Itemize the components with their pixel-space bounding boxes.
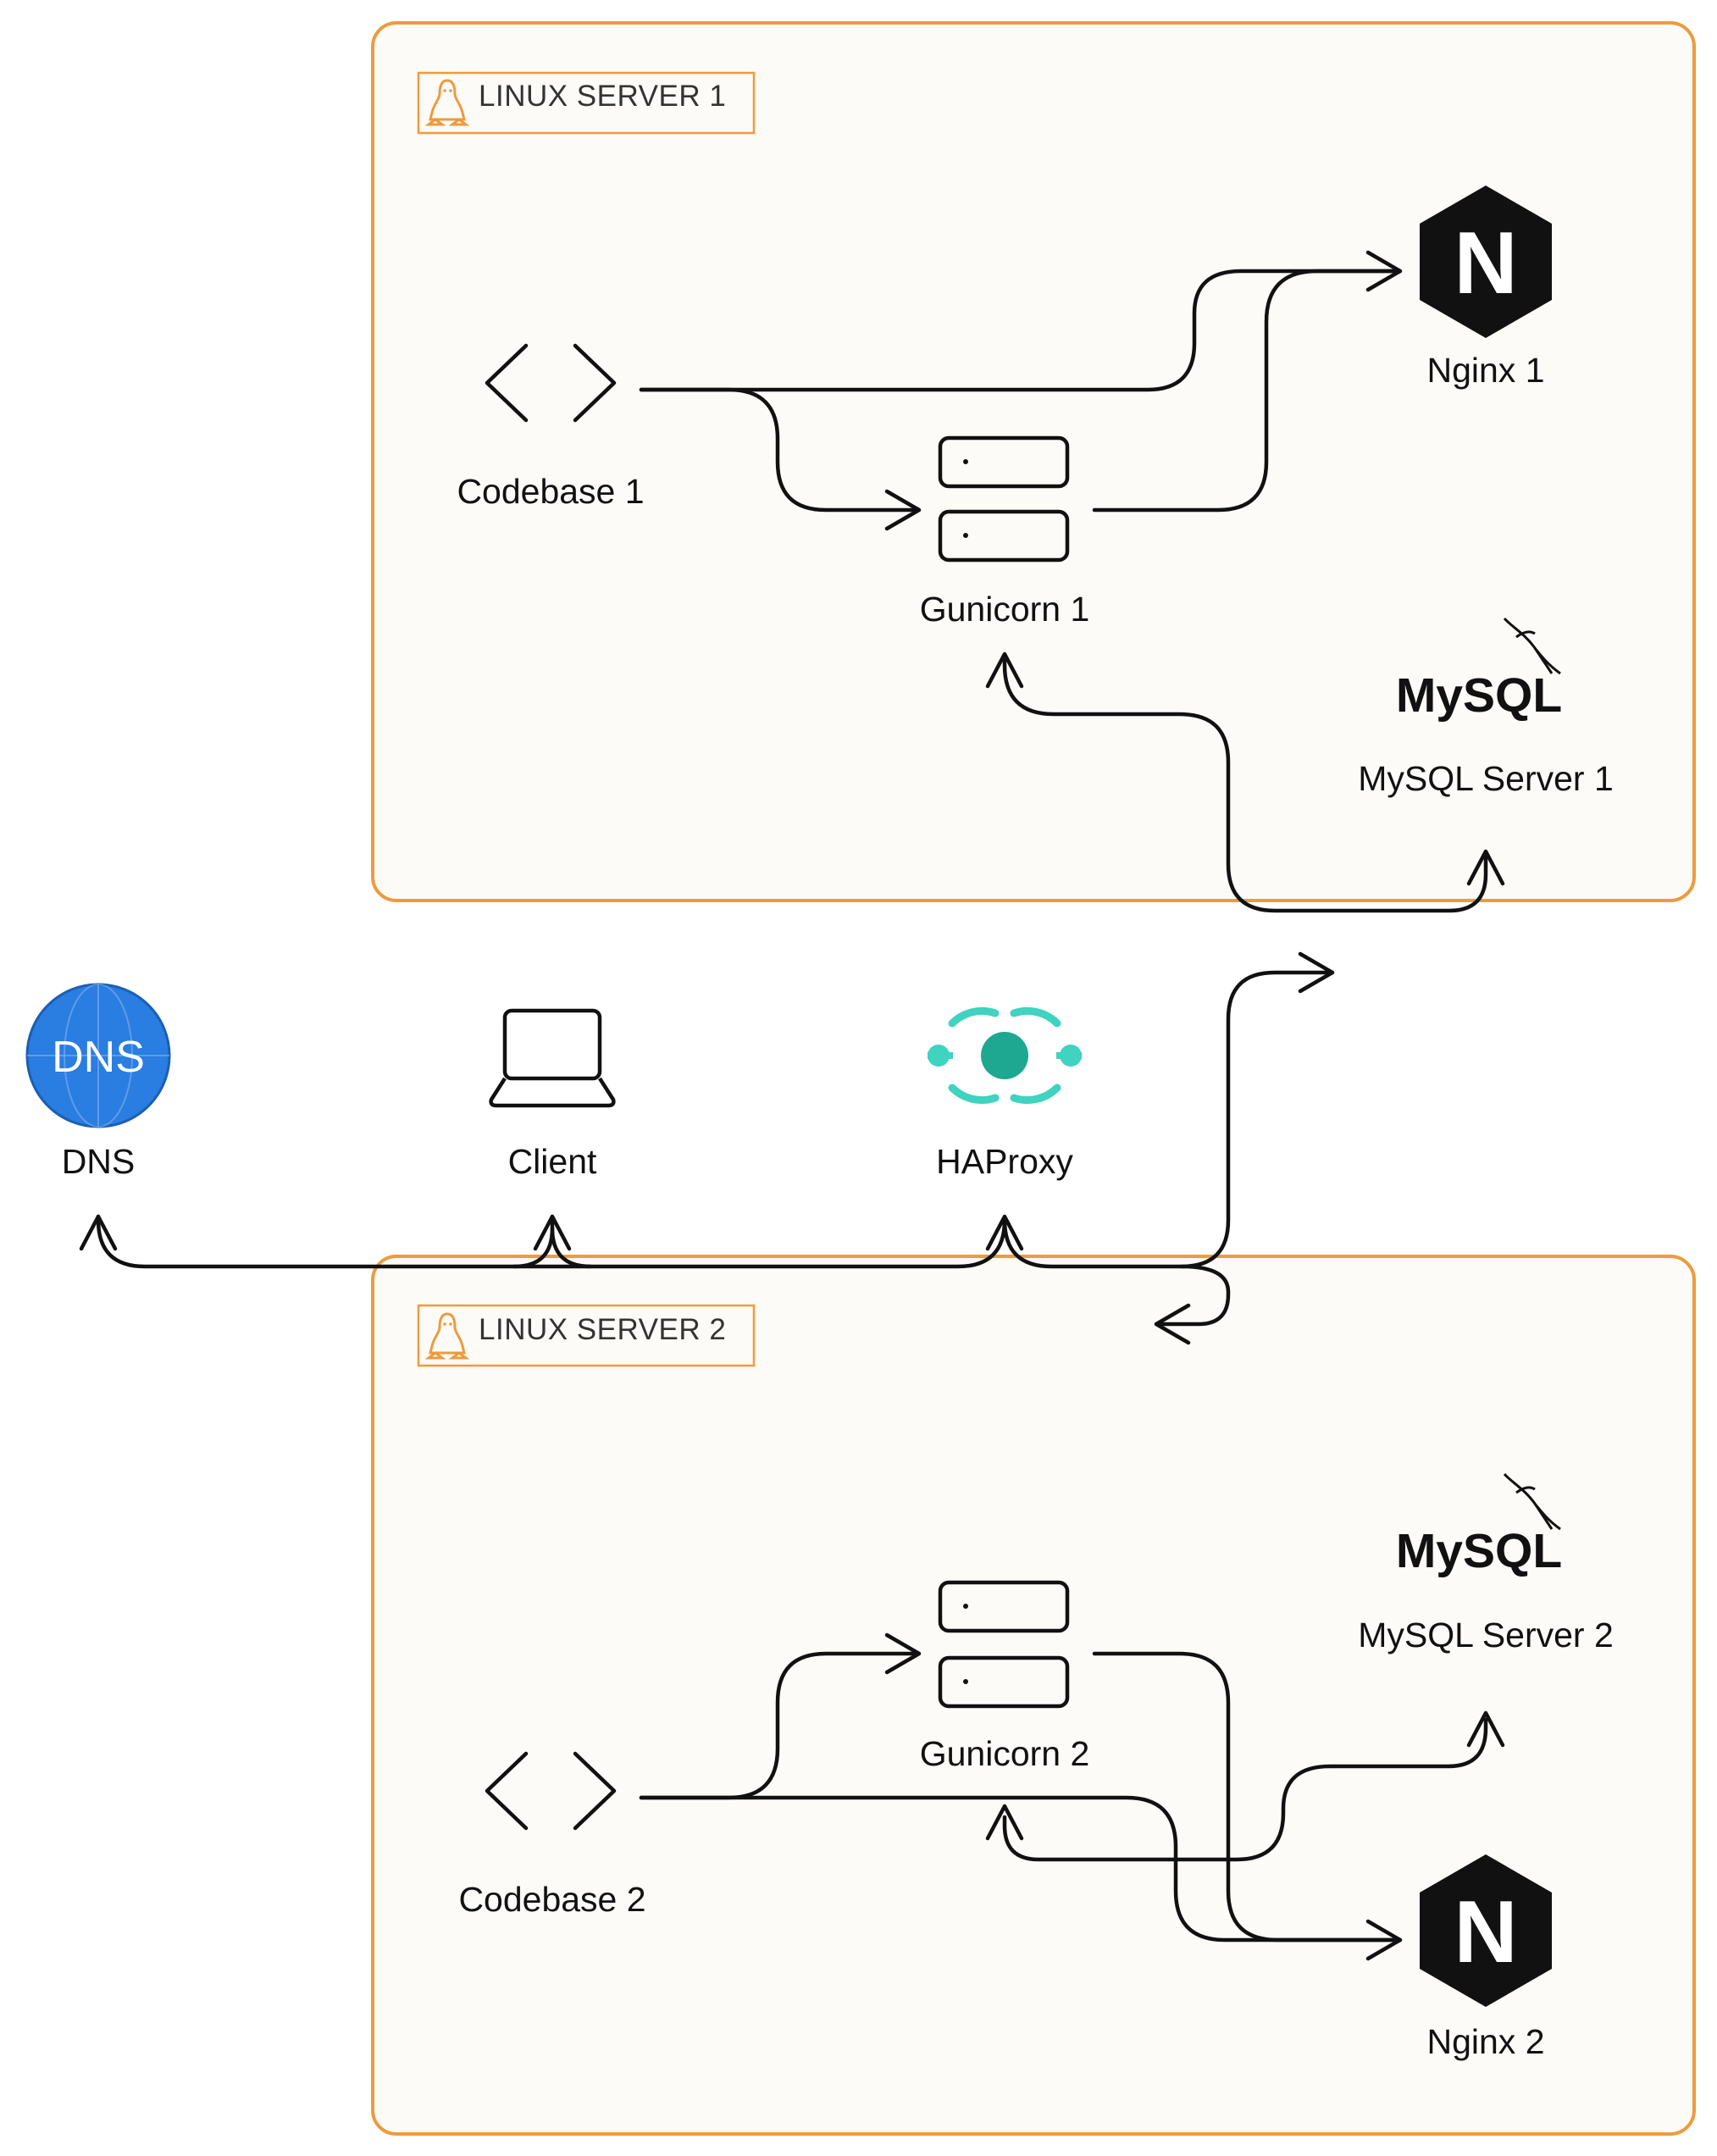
group-label: LINUX SERVER 1 [479,80,726,113]
arrowhead [1365,1919,1403,1961]
arrowhead [1365,250,1403,292]
code-brackets-icon [485,343,617,423]
node-label: Nginx 1 [1426,351,1544,390]
edge-codebase2-gunicorn2 [639,1651,920,1800]
dns-logo-text: DNS [52,1033,145,1082]
nginx-icon: N [1420,1854,1552,2007]
node-client[interactable]: Client [489,1008,616,1181]
node-label: Gunicorn 2 [920,1734,1090,1773]
node-gunicorn-1[interactable]: Gunicorn 1 [920,435,1090,629]
edge-haproxy-dns [96,1214,1007,1269]
edge-haproxy-server1 [1002,970,1332,1269]
edges [79,250,1505,1961]
node-label: MySQL Server 1 [1358,759,1614,798]
group-label-box: LINUX SERVER 2 [417,1304,756,1367]
mysql-logo-text: MySQL [1396,668,1562,723]
edge-codebase2-nginx2 [639,1795,1399,1943]
edge-codebase1-nginx1 [639,269,1399,392]
group-linux-server-2[interactable]: LINUX SERVER 2 [371,1255,1696,2136]
edge-gunicorn1-nginx1 [1092,269,1399,513]
group-label: LINUX SERVER 2 [479,1313,726,1346]
arrowhead [884,489,922,531]
node-codebase-1[interactable]: Codebase 1 [457,343,645,511]
arrowhead [79,1214,118,1251]
node-nginx-1[interactable]: N Nginx 1 [1420,186,1552,390]
arrowhead [1466,1710,1505,1748]
arrowhead [533,1214,572,1251]
edge-codebase1-gunicorn1 [639,387,920,513]
edge-client-join [512,1226,555,1269]
arrowhead [884,1632,922,1675]
node-mysql-server-2[interactable]: MySQL MySQL Server 2 [1358,1472,1614,1654]
haproxy-icon [928,1006,1082,1105]
node-label: MySQL Server 2 [1358,1616,1614,1654]
node-mysql-server-1[interactable]: MySQL MySQL Server 1 [1358,617,1614,798]
node-label: DNS [62,1142,136,1181]
arrowhead [985,651,1024,689]
edge-mysql1-gunicorn1 [1002,654,1488,913]
code-brackets-icon [485,1751,617,1831]
server-stack-icon [938,1580,1070,1709]
mysql-icon: MySQL [1396,1472,1562,1578]
arrowhead [985,1214,1024,1251]
group-label-box: LINUX SERVER 1 [417,71,756,135]
edge-gunicorn2-nginx2 [1092,1651,1399,1943]
arrowhead [1154,1303,1191,1345]
nginx-logo-letter: N [1454,214,1517,313]
node-label: Codebase 2 [458,1880,645,1919]
server-stack-icon [938,435,1070,563]
node-label: Client [508,1142,597,1181]
mysql-logo-text: MySQL [1396,1524,1562,1578]
linux-icon [424,1312,470,1360]
dns-globe-icon: DNS [25,983,171,1128]
node-label: HAProxy [936,1142,1073,1181]
nginx-icon: N [1420,186,1552,338]
node-dns[interactable]: DNS DNS [25,983,171,1181]
arrowhead [985,1804,1024,1841]
arrowhead [1298,951,1335,994]
edge-haproxy-server2 [1156,1264,1231,1327]
group-linux-server-1[interactable]: LINUX SERVER 1 [371,21,1696,902]
node-gunicorn-2[interactable]: Gunicorn 2 [920,1580,1090,1773]
node-label: Gunicorn 1 [920,590,1090,629]
node-label: Nginx 2 [1426,2022,1544,2061]
node-codebase-2[interactable]: Codebase 2 [458,1751,646,1919]
linux-icon [424,79,470,126]
node-haproxy[interactable]: HAProxy [928,1006,1082,1181]
node-nginx-2[interactable]: N Nginx 2 [1420,1854,1552,2061]
node-label: Codebase 1 [457,472,644,511]
laptop-icon [489,1008,616,1108]
arrowhead [1466,849,1505,886]
nginx-logo-letter: N [1454,1883,1517,1981]
edge-gunicorn2-mysql2 [1002,1717,1488,1862]
mysql-icon: MySQL [1396,617,1562,723]
